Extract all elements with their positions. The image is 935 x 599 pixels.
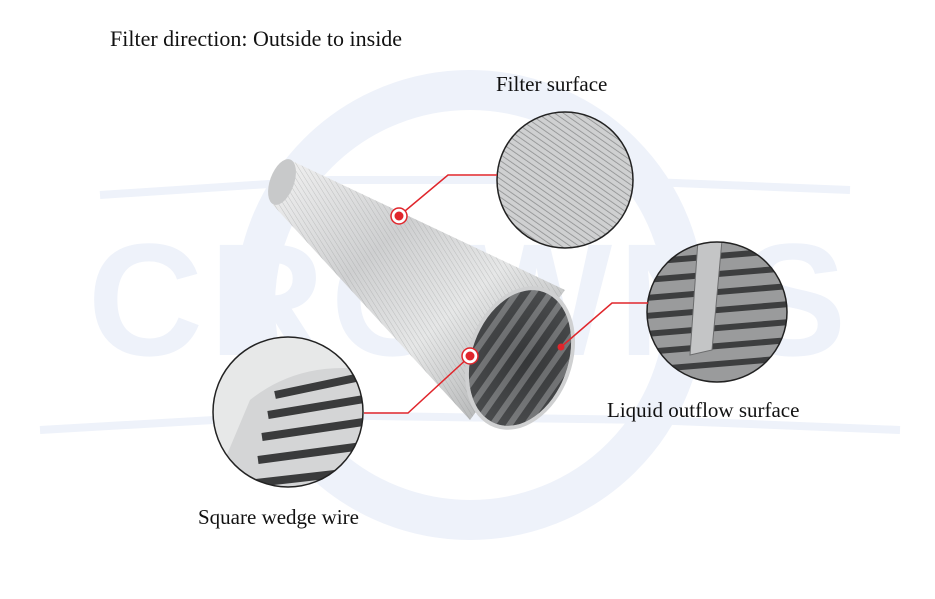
marker-dots [390,207,565,365]
zoom-circle-filter-surface [496,111,634,249]
marker-liquid-outflow [557,343,565,351]
label-filter-surface: Filter surface [496,72,608,96]
leader-line-square-wedge-wire [364,355,471,414]
leader-line-filter-surface [398,174,497,217]
page-title: Filter direction: Outside to inside [110,26,403,51]
leader-lines [364,174,648,414]
label-liquid-outflow-surface: Liquid outflow surface [607,398,800,422]
label-square-wedge-wire: Square wedge wire [198,505,359,529]
leader-line-liquid-outflow [560,302,648,348]
